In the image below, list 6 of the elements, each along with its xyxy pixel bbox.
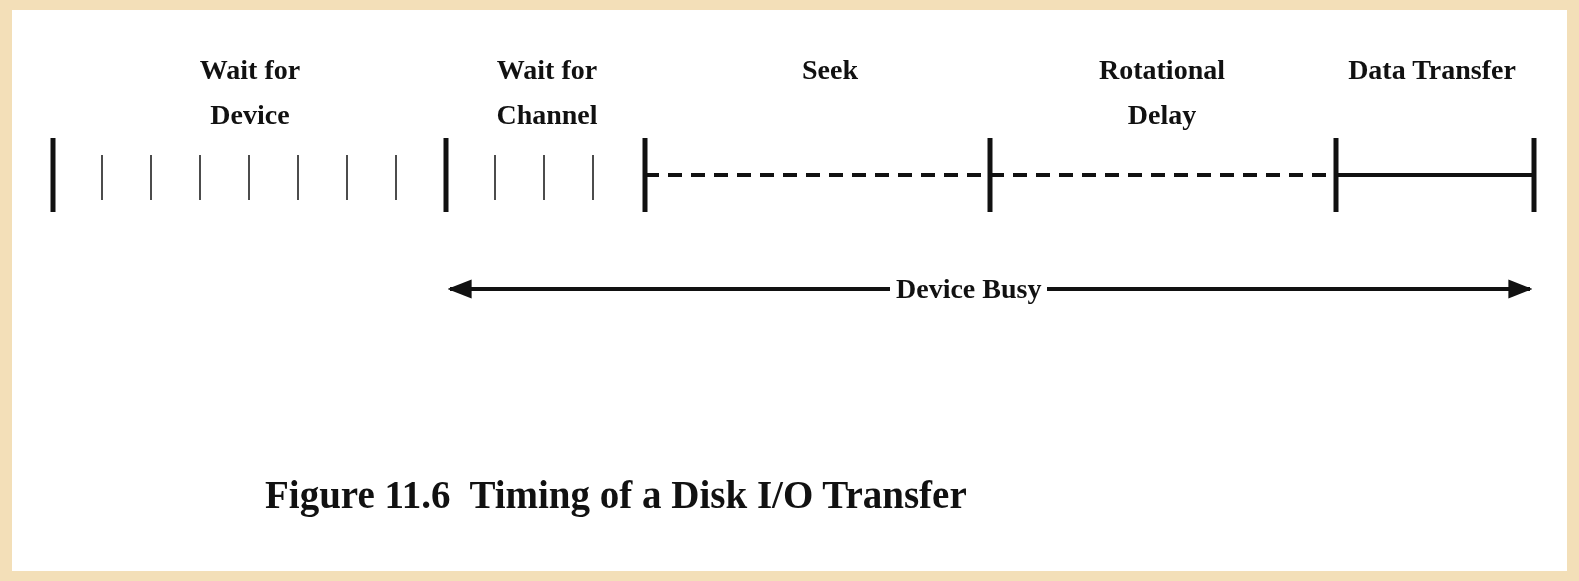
phase-label: Wait for Channel [495,53,599,132]
figure-caption: Figure 11.6 Timing of a Disk I/O Transfer [265,472,967,517]
phase-label: Data Transfer [1347,53,1517,87]
phase-label: Wait for Device [198,53,302,132]
phase-label: Seek [801,53,859,87]
phase-label: Rotational Delay [1098,53,1226,132]
